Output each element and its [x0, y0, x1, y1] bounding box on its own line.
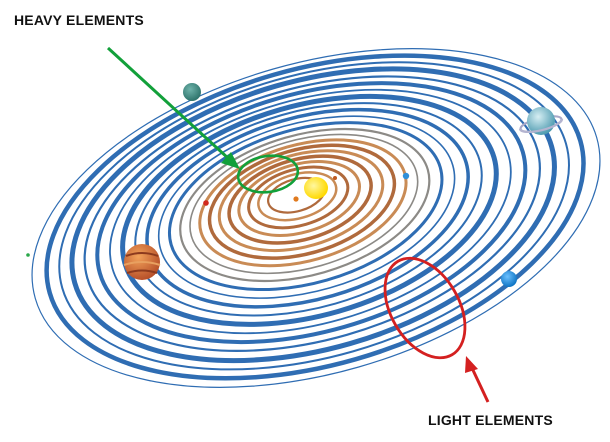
light-elements-label: LIGHT ELEMENTS	[428, 412, 553, 428]
light-elements-ring	[383, 256, 467, 360]
orbit-ring	[207, 143, 397, 260]
orbit-ring	[198, 138, 408, 268]
heavy-arrow-head	[221, 152, 240, 169]
orbit-ring	[157, 115, 456, 299]
orbit-ring	[109, 88, 512, 335]
small-red-planet	[203, 200, 209, 206]
light-arrow-head	[465, 356, 478, 373]
light-arrow-line	[470, 367, 490, 403]
small-blue-planet	[402, 172, 410, 180]
orbit-ring	[189, 133, 419, 275]
orbit-ring	[69, 66, 557, 364]
heavy-elements-ring	[236, 154, 300, 194]
orbit-ring	[83, 75, 541, 352]
orbit-ring	[44, 53, 586, 381]
orbit-ring	[179, 127, 431, 283]
heavy-elements-callout	[106, 46, 300, 194]
orbit-ring	[257, 171, 338, 222]
planets-layer	[26, 83, 564, 287]
orbit-ring	[237, 160, 361, 237]
tiny-green-planet	[26, 253, 30, 257]
sun	[304, 177, 328, 199]
orbit-ring	[58, 61, 570, 371]
light-elements-callout	[383, 256, 490, 403]
blue-planet	[501, 271, 517, 287]
orbit-ring	[227, 154, 373, 245]
small-orange-planet	[293, 196, 299, 202]
heavy-arrow-line	[106, 46, 231, 161]
heavy-elements-label: HEAVY ELEMENTS	[14, 12, 144, 28]
small-inner-planet	[333, 176, 337, 180]
orbit-ring	[247, 165, 350, 230]
orbit-ring	[95, 81, 528, 345]
ringed-planet	[518, 107, 564, 135]
teal-planet	[183, 83, 201, 101]
orbit-ring	[167, 121, 444, 292]
orbit-ring	[217, 149, 385, 253]
striped-planet	[123, 244, 161, 280]
